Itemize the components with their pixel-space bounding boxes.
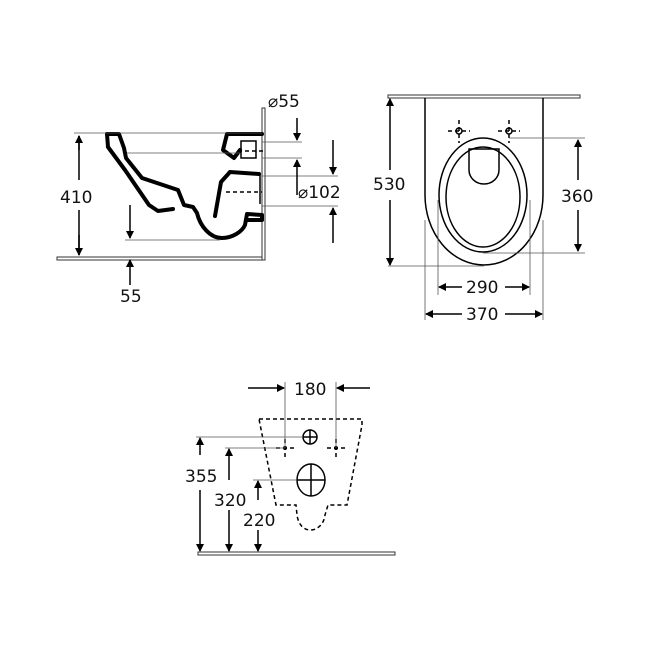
- top-view: 530 360 290 370: [373, 94, 593, 325]
- pan-footprint: [258, 418, 363, 531]
- dim-bowl-length-360: 360: [561, 187, 593, 207]
- dim-bolt-height-320: 320: [214, 491, 246, 511]
- bolt-holes: [448, 120, 520, 143]
- side-view: 410 55 ⌀55 ⌀102: [56, 92, 341, 307]
- wall-line-top: [387, 94, 581, 99]
- dim-bottom-55: 55: [120, 287, 142, 307]
- bowl-rim-inner: [445, 146, 521, 248]
- dim-length-530: 530: [373, 175, 405, 195]
- pan-outline: [424, 98, 544, 266]
- dim-outlet-height-220: 220: [243, 511, 275, 531]
- dim-height-410: 410: [60, 188, 92, 208]
- mount-bolts: [276, 439, 347, 460]
- floor-line: [56, 256, 265, 261]
- dim-inlet-height-355: 355: [185, 467, 217, 487]
- floor-line-bottom: [197, 551, 396, 556]
- dim-bolt-spacing-180: 180: [294, 380, 326, 400]
- wall-line: [261, 107, 266, 261]
- dim-outlet-diameter: ⌀102: [298, 183, 341, 203]
- wall-mounting-view: 180 355 320 220: [185, 380, 396, 556]
- bowl-profile: [105, 132, 264, 240]
- dim-inlet-diameter: ⌀55: [268, 92, 300, 112]
- bowl-opening: [468, 148, 500, 185]
- dim-bowl-width-290: 290: [466, 278, 498, 298]
- dim-width-370: 370: [466, 305, 498, 325]
- bowl-rim-outer: [438, 137, 528, 253]
